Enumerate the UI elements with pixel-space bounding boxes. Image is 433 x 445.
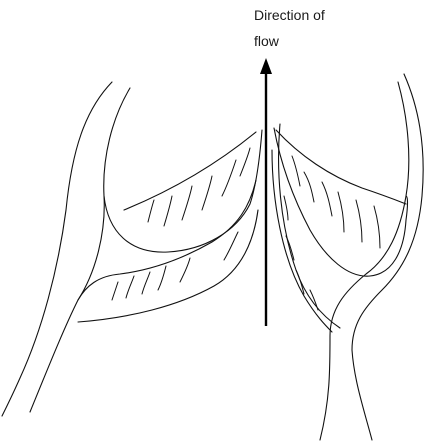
- right-upper-valve-cusp: [274, 128, 408, 276]
- right-outer-wall: [352, 74, 423, 440]
- left-outer-wall: [2, 82, 112, 416]
- hatch-mark: [164, 196, 172, 226]
- hatch-mark: [180, 258, 190, 282]
- hatch-mark: [338, 192, 344, 232]
- left-upper-valve-cusp: [104, 130, 262, 252]
- arrow-head-icon: [260, 58, 272, 74]
- hatch-mark: [112, 282, 118, 300]
- hatch-mark: [126, 276, 134, 298]
- hatch-mark: [292, 156, 300, 186]
- hatch-mark: [322, 182, 332, 216]
- hatch-mark: [148, 200, 154, 222]
- hatch-mark: [304, 172, 314, 202]
- hatch-mark: [374, 206, 380, 248]
- hatch-mark: [222, 160, 236, 196]
- left-vessel: [2, 82, 130, 416]
- left-upper-cusp-inner: [124, 132, 256, 210]
- hatch-mark: [202, 176, 212, 210]
- right-lower-cusp-inner: [272, 150, 332, 332]
- hatch-mark: [142, 272, 150, 294]
- left-upper-cusp-outer: [104, 130, 262, 252]
- right-lower-valve-cusp: [272, 124, 340, 332]
- hatch-mark: [224, 232, 238, 260]
- hatch-mark: [182, 186, 192, 220]
- hatch-mark: [158, 266, 166, 290]
- flow-label-line-1: Direction of: [254, 7, 325, 23]
- hatch-mark: [240, 148, 250, 176]
- hatch-mark: [356, 200, 362, 242]
- hatch-mark: [284, 196, 288, 220]
- flow-label-line-2: flow: [254, 33, 280, 49]
- right-lower-cusp-outer: [279, 124, 340, 328]
- flow-direction-arrow: [260, 58, 272, 326]
- right-vessel: [320, 74, 423, 440]
